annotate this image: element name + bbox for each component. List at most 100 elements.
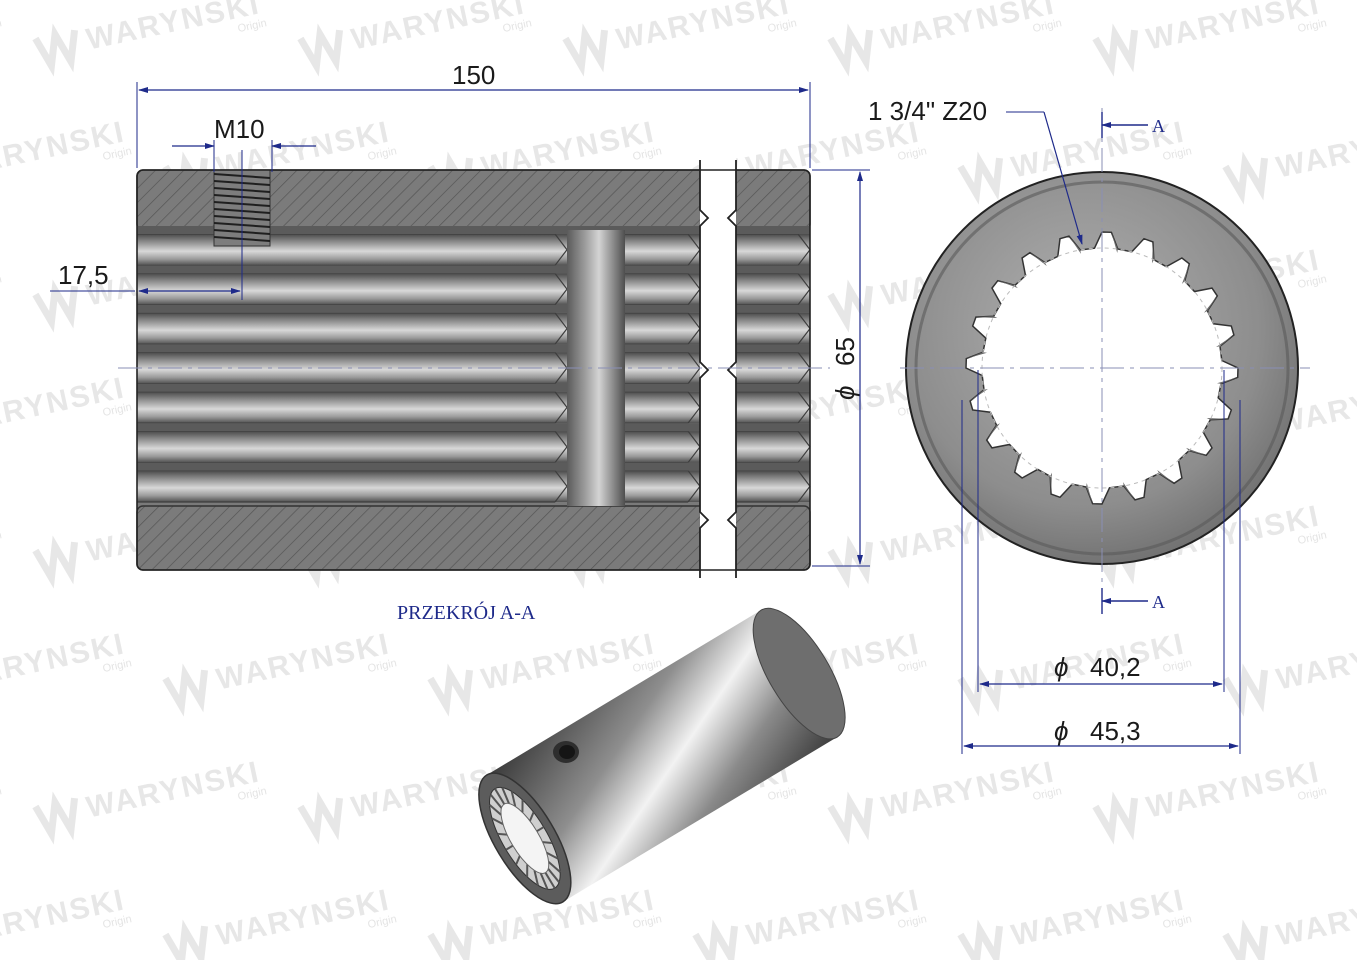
svg-text:Origin: Origin bbox=[897, 657, 928, 675]
svg-text:Origin: Origin bbox=[1162, 913, 1193, 931]
spline-tooth bbox=[1029, 252, 1047, 266]
svg-text:Origin: Origin bbox=[1162, 145, 1193, 163]
iso-tooth bbox=[489, 793, 503, 809]
dimension-thread: M10 bbox=[172, 114, 316, 172]
svg-text:Origin: Origin bbox=[767, 785, 798, 803]
svg-text:WARYNSKI: WARYNSKI bbox=[879, 755, 1059, 824]
spline-groove bbox=[625, 470, 700, 502]
iso-tooth bbox=[488, 804, 502, 816]
iso-tooth bbox=[528, 811, 535, 822]
spline-ridge bbox=[137, 265, 810, 274]
dimension-length: 150 bbox=[136, 60, 811, 168]
svg-text:Origin: Origin bbox=[1297, 785, 1328, 803]
svg-text:ϕ: ϕ bbox=[1054, 652, 1068, 682]
iso-tooth bbox=[542, 841, 553, 844]
spline-ridge bbox=[137, 226, 810, 234]
spline-tooth bbox=[1014, 452, 1023, 473]
spline-groove bbox=[625, 273, 700, 305]
dimension-thread-offset: 17,5 bbox=[50, 260, 241, 294]
svg-text:WARYNSKI: WARYNSKI bbox=[1274, 627, 1357, 696]
dimension-spline: 1 3/4" Z20 bbox=[868, 96, 1083, 245]
end-view bbox=[900, 108, 1310, 600]
spline-groove bbox=[625, 312, 700, 345]
svg-text:WARYNSKI: WARYNSKI bbox=[479, 627, 659, 696]
spline-ridge bbox=[137, 304, 810, 313]
svg-text:Origin: Origin bbox=[502, 17, 533, 35]
svg-text:Origin: Origin bbox=[0, 273, 3, 291]
spline-tooth bbox=[966, 352, 988, 359]
break-gap bbox=[700, 150, 736, 590]
svg-text:WARYNSKI: WARYNSKI bbox=[1274, 883, 1357, 952]
spline-ridge bbox=[137, 344, 810, 353]
spline-groove bbox=[625, 391, 700, 424]
spline-tooth bbox=[1216, 335, 1234, 347]
iso-tooth bbox=[501, 787, 510, 804]
svg-text:Origin: Origin bbox=[1032, 17, 1063, 35]
svg-text:WARYNSKI: WARYNSKI bbox=[84, 755, 264, 824]
svg-text:Origin: Origin bbox=[0, 785, 3, 803]
dim-diameter-symbol: ϕ bbox=[830, 386, 860, 400]
spline-tooth bbox=[970, 389, 988, 401]
spline-tooth bbox=[1111, 232, 1118, 254]
spline-ridge bbox=[137, 462, 810, 471]
svg-text:A: A bbox=[1152, 116, 1165, 136]
svg-text:Origin: Origin bbox=[102, 657, 133, 675]
iso-tooth bbox=[539, 872, 549, 890]
svg-text:Origin: Origin bbox=[367, 657, 398, 675]
dim-outer-label: 65 bbox=[830, 337, 860, 366]
svg-text:Origin: Origin bbox=[632, 657, 663, 675]
spline-ridge bbox=[137, 383, 810, 392]
dim-spline-label: 1 3/4" Z20 bbox=[868, 96, 987, 126]
spline-teeth bbox=[966, 232, 1238, 504]
iso-tooth bbox=[505, 844, 514, 851]
svg-text:Origin: Origin bbox=[1297, 17, 1328, 35]
spline-groove bbox=[736, 312, 810, 345]
iso-tooth bbox=[547, 868, 560, 883]
svg-text:Origin: Origin bbox=[102, 913, 133, 931]
svg-text:Origin: Origin bbox=[632, 145, 663, 163]
dim-thread-label: M10 bbox=[214, 114, 265, 144]
spline-groove bbox=[137, 273, 567, 305]
dim-inner-label: 40,2 bbox=[1090, 652, 1141, 682]
iso-tooth bbox=[544, 872, 556, 889]
svg-text:Origin: Origin bbox=[1032, 785, 1063, 803]
svg-text:WARYNSKI: WARYNSKI bbox=[349, 0, 529, 56]
spline-tooth bbox=[1069, 236, 1081, 254]
spline-tooth bbox=[997, 280, 1018, 289]
svg-text:Origin: Origin bbox=[237, 785, 268, 803]
spline-tooth bbox=[1206, 418, 1229, 420]
dimension-spline-diameter: ϕ 45,3 bbox=[961, 400, 1241, 754]
svg-text:Origin: Origin bbox=[102, 145, 133, 163]
section-marker-bottom: A bbox=[1101, 588, 1165, 614]
spline-groove bbox=[625, 234, 700, 266]
spline-groove bbox=[137, 431, 567, 463]
spline-groove bbox=[137, 312, 567, 345]
spline-groove bbox=[736, 431, 810, 463]
spline-tooth bbox=[1086, 482, 1093, 504]
iso-tooth bbox=[536, 826, 545, 833]
spline-tooth bbox=[1204, 295, 1218, 313]
svg-text:Origin: Origin bbox=[767, 17, 798, 35]
spline-groove bbox=[736, 273, 810, 305]
svg-text:WARYNSKI: WARYNSKI bbox=[1144, 755, 1324, 824]
svg-text:WARYNSKI: WARYNSKI bbox=[84, 0, 264, 56]
dim-length-label: 150 bbox=[452, 60, 495, 90]
svg-text:WARYNSKI: WARYNSKI bbox=[214, 883, 394, 952]
spline-groove bbox=[137, 391, 567, 424]
